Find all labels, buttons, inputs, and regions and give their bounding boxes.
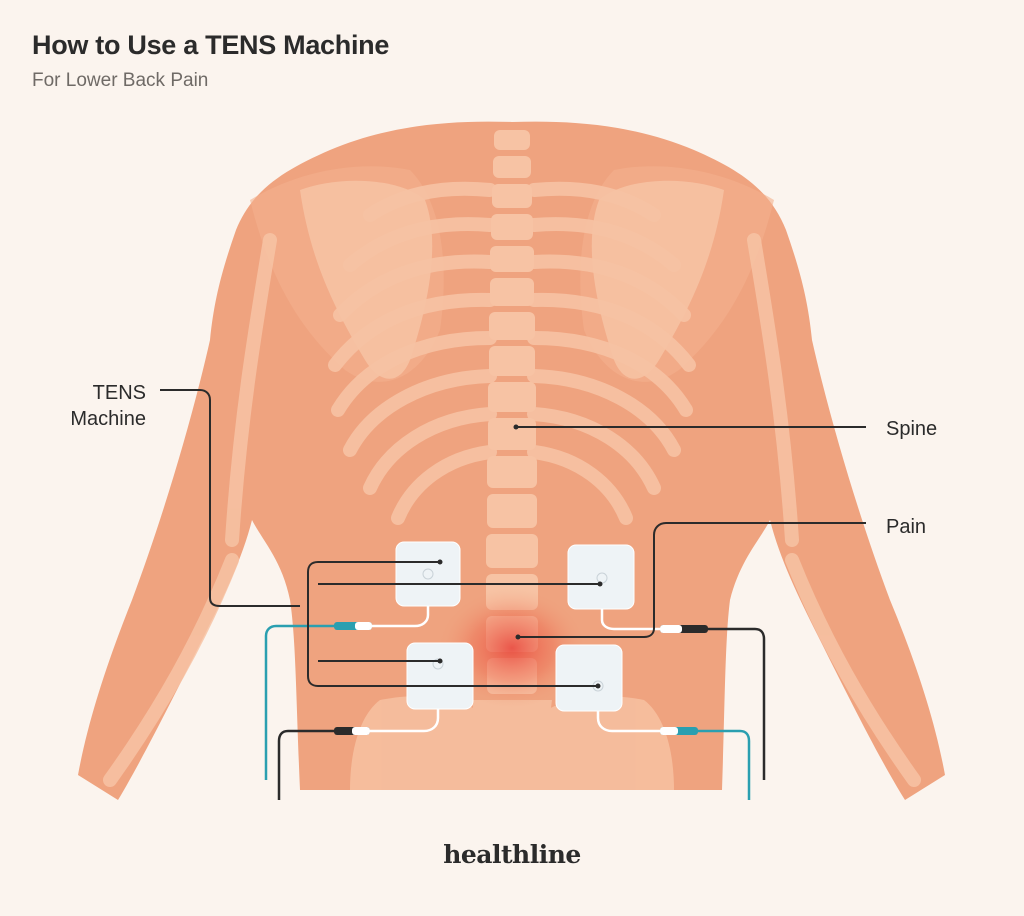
- pain-area-glow: [437, 588, 587, 708]
- tens-machine-label: TENS Machine: [40, 380, 146, 432]
- callout-lines: [160, 389, 866, 687]
- tens-label-line1: TENS: [92, 382, 146, 404]
- page-subtitle: For Lower Back Pain: [32, 70, 209, 91]
- pelvis-bone: [350, 696, 674, 790]
- electrode-pads: [395, 541, 635, 712]
- pain-label: Pain: [886, 516, 927, 538]
- pad-upper-left: [395, 541, 461, 607]
- pad-lower-left: [406, 642, 474, 710]
- page-title: How to Use a TENS Machine: [32, 30, 390, 60]
- electrode-wires: [264, 580, 766, 800]
- arm-bones: [103, 233, 921, 787]
- tens-label-line2: Machine: [70, 408, 146, 430]
- rib-cage: [328, 181, 696, 525]
- wire-connectors: [334, 622, 708, 735]
- spine-label: Spine: [886, 418, 938, 440]
- healthline-logo: healthline: [443, 840, 581, 869]
- callout-dots: [437, 424, 603, 689]
- pad-lower-right: [555, 644, 623, 712]
- pad-upper-right: [567, 544, 635, 610]
